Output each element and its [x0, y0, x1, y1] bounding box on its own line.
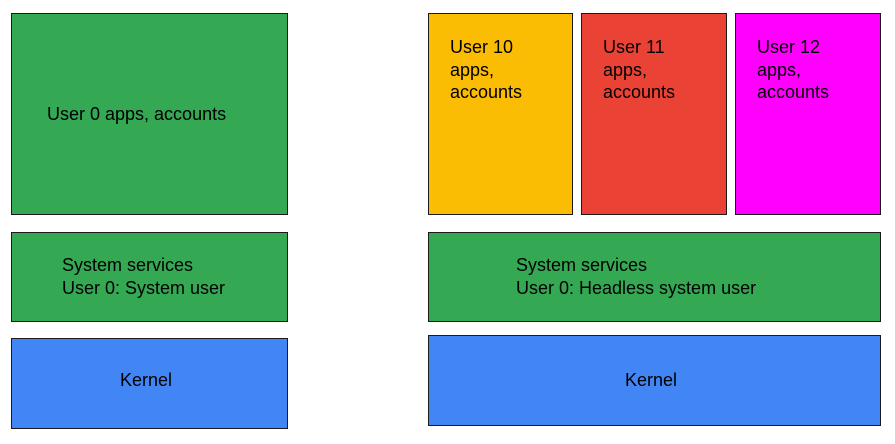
- user12-name: User 12: [757, 37, 821, 57]
- kernel-label-right: Kernel: [625, 370, 678, 390]
- user10-apps-block: User 10 apps, accounts: [428, 13, 573, 215]
- user12-label: User 12 apps, accounts: [757, 36, 829, 104]
- kernel-block-right: Kernel: [428, 335, 881, 426]
- user12-apps-block: User 12 apps, accounts: [735, 13, 881, 215]
- user12-apps: apps,: [757, 59, 802, 80]
- system-services-block-right: System services User 0: Headless system …: [428, 232, 881, 322]
- user10-apps: apps,: [450, 59, 495, 80]
- kernel-label-left: Kernel: [120, 370, 173, 390]
- services-title-right: System services: [516, 255, 648, 275]
- user0-apps-block: User 0 apps, accounts: [11, 13, 288, 215]
- services-user-left: User 0: System user: [62, 277, 226, 298]
- services-user-right: User 0: Headless system user: [516, 277, 757, 298]
- user10-label: User 10 apps, accounts: [450, 36, 522, 104]
- user10-name: User 10: [450, 37, 514, 57]
- system-services-block-left: System services User 0: System user: [11, 232, 288, 322]
- system-services-label-left: System services User 0: System user: [62, 254, 225, 299]
- user11-accounts: accounts: [603, 82, 676, 102]
- services-title-left: System services: [62, 255, 194, 275]
- user11-apps: apps,: [603, 59, 648, 80]
- user12-accounts: accounts: [757, 82, 830, 102]
- user0-apps-label: User 0 apps, accounts: [47, 104, 227, 124]
- user11-apps-block: User 11 apps, accounts: [581, 13, 727, 215]
- kernel-block-left: Kernel: [11, 338, 288, 429]
- user11-name: User 11: [603, 37, 665, 57]
- user11-label: User 11 apps, accounts: [603, 36, 675, 104]
- user10-accounts: accounts: [450, 82, 523, 102]
- system-services-label-right: System services User 0: Headless system …: [516, 254, 756, 299]
